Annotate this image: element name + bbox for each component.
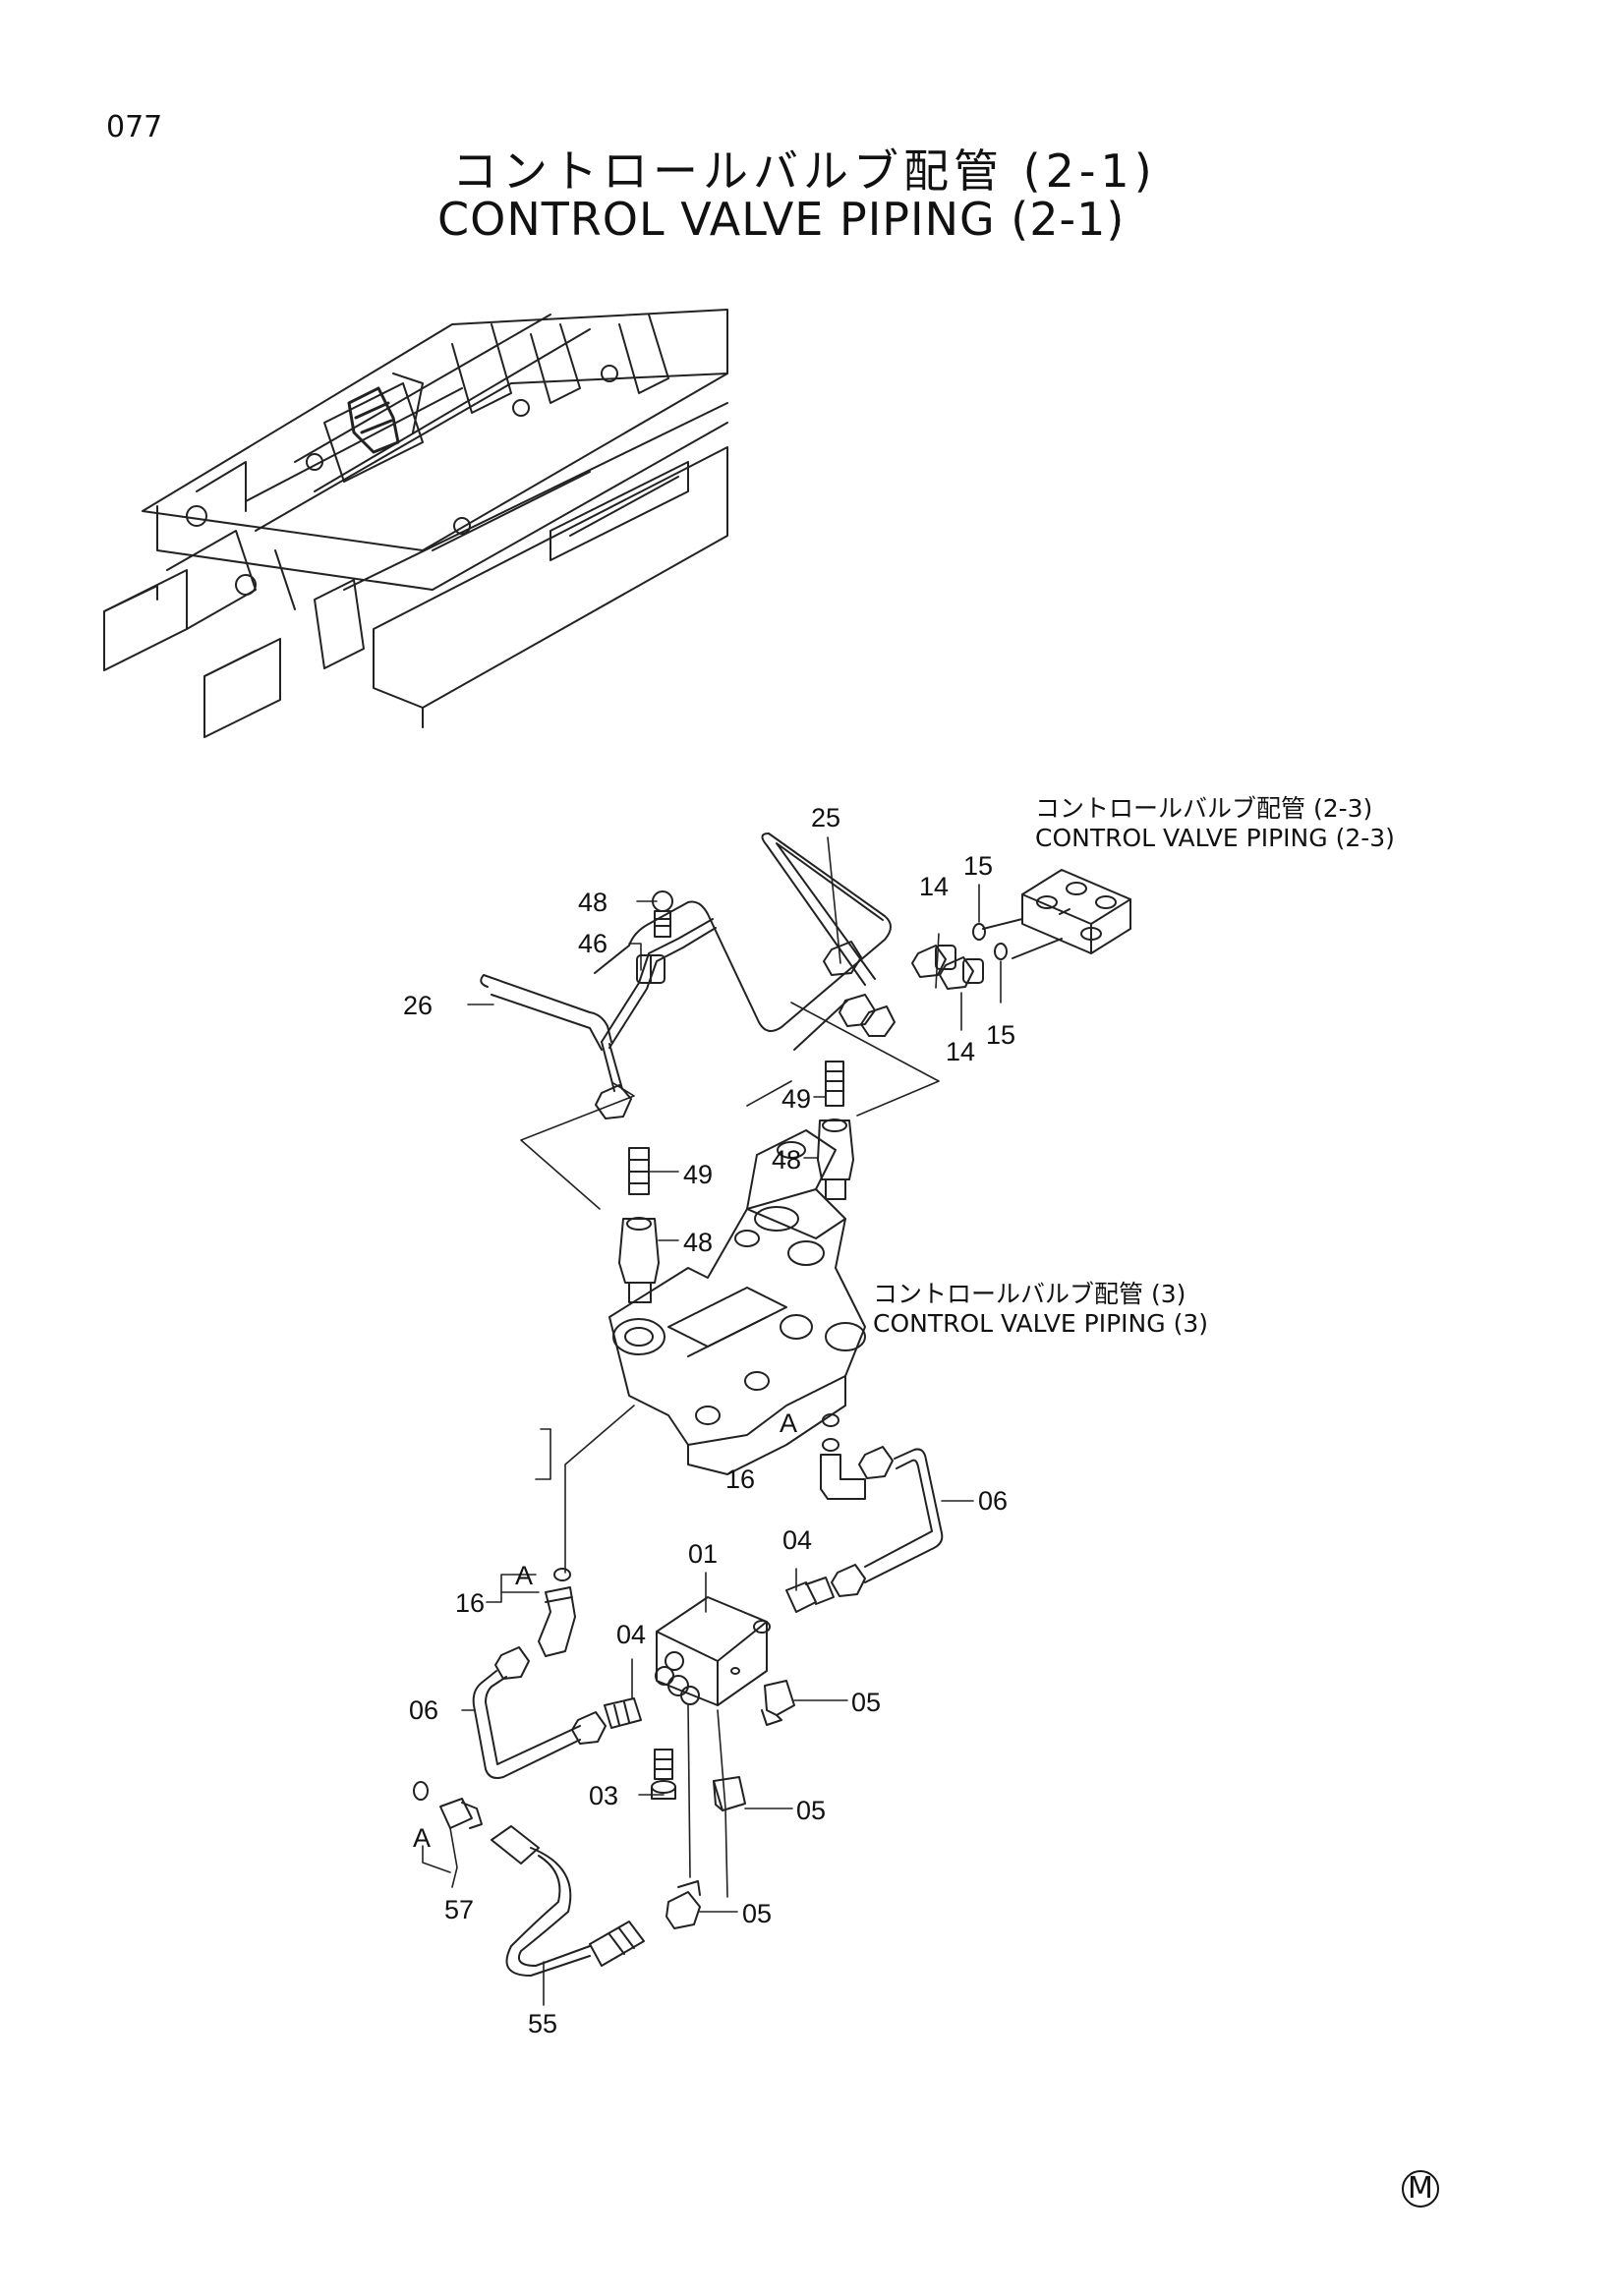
pipe-25 <box>594 832 892 1051</box>
o-ring-a-upper <box>822 1413 839 1427</box>
adapter-04-right <box>785 1577 835 1613</box>
frame-overview-drawing <box>103 309 728 738</box>
part-label-57: 57 <box>444 1895 475 1924</box>
reference-2-3-jp: コントロールバルブ配管 (2-3) <box>1035 794 1373 823</box>
part-label-06-upper: 06 <box>978 1486 1009 1516</box>
part-label-05-middle: 05 <box>796 1796 827 1825</box>
part-label-a-upper: A <box>780 1408 798 1438</box>
title-japanese: コントロールバルブ配管 (2-1) <box>452 144 1157 198</box>
reference-3-jp: コントロールバルブ配管 (3) <box>873 1280 1186 1308</box>
solenoid-valve-01 <box>655 1596 771 1706</box>
part-label-48-left: 48 <box>683 1228 714 1257</box>
title-english: CONTROL VALVE PIPING (2-1) <box>437 193 1126 246</box>
page-number: 077 <box>106 110 163 144</box>
adapter-57 <box>439 1798 483 1829</box>
fitting-14-lower <box>939 956 984 990</box>
adapter-04-left <box>604 1697 642 1729</box>
reference-3-en: CONTROL VALVE PIPING (3) <box>873 1309 1208 1338</box>
pipe-26 <box>480 918 717 1119</box>
pipe-06-left <box>472 1646 607 1779</box>
part-label-46: 46 <box>578 929 608 958</box>
leader-lines <box>422 836 1002 2006</box>
manufacturer-mark: M <box>1402 2170 1439 2208</box>
part-label-49-right: 49 <box>781 1084 812 1114</box>
elbow-05-lower <box>665 1880 701 1929</box>
part-label-14-lower: 14 <box>946 1037 976 1066</box>
adapter-49-left <box>628 1147 650 1195</box>
plug-03 <box>651 1749 676 1800</box>
reference-3[interactable]: コントロールバルブ配管 (3) CONTROL VALVE PIPING (3) <box>873 1280 1208 1339</box>
control-block-2-3 <box>982 869 1131 959</box>
part-label-a-lower: A <box>413 1823 432 1853</box>
part-label-14-upper: 14 <box>919 872 950 901</box>
pipe-06-upper <box>831 1446 944 1597</box>
reference-2-3-en: CONTROL VALVE PIPING (2-3) <box>1035 824 1395 852</box>
union-48-left <box>618 1217 660 1303</box>
part-label-26: 26 <box>403 991 434 1020</box>
part-label-03: 03 <box>589 1781 619 1810</box>
o-ring-15-upper <box>972 923 986 941</box>
union-48-right <box>817 1119 854 1200</box>
part-label-47: 48 <box>578 888 608 917</box>
reference-lines <box>520 1002 940 1574</box>
pipe-25-nuts <box>823 941 896 1037</box>
part-label-05-lower: 05 <box>742 1899 773 1928</box>
reference-2-3[interactable]: コントロールバルブ配管 (2-3) CONTROL VALVE PIPING (… <box>1035 794 1395 853</box>
part-label-05-right: 05 <box>851 1688 882 1717</box>
part-label-55: 55 <box>528 2009 558 2038</box>
hose-55 <box>491 1825 645 1977</box>
part-label-15-upper: 15 <box>963 851 994 881</box>
adapter-49-right <box>825 1061 844 1107</box>
part-label-01: 01 <box>688 1539 719 1569</box>
part-label-15-lower: 15 <box>986 1020 1016 1050</box>
o-ring-a-lower <box>413 1781 429 1801</box>
part-label-04-right: 04 <box>782 1525 813 1555</box>
elbow-16-upper <box>820 1438 866 1500</box>
elbow-16-left <box>538 1586 576 1657</box>
control-valve-body <box>608 1129 866 1475</box>
part-label-16-left: 16 <box>455 1588 486 1618</box>
o-ring-15-lower <box>994 943 1008 960</box>
elbow-05-right <box>761 1680 795 1726</box>
part-label-04-left: 04 <box>616 1620 647 1649</box>
fitting-14-upper <box>911 945 956 978</box>
part-label-25: 25 <box>811 803 841 832</box>
clamp-46 <box>636 954 665 984</box>
o-ring-a-left <box>553 1568 571 1581</box>
part-label-06-left: 06 <box>409 1695 439 1725</box>
part-label-a-left: A <box>515 1561 534 1590</box>
part-label-48-right: 48 <box>772 1145 802 1175</box>
bolt-47 <box>652 890 673 938</box>
part-label-49-left: 49 <box>683 1160 714 1189</box>
part-label-16-upper: 16 <box>725 1464 756 1494</box>
elbow-05-middle <box>713 1776 746 1811</box>
